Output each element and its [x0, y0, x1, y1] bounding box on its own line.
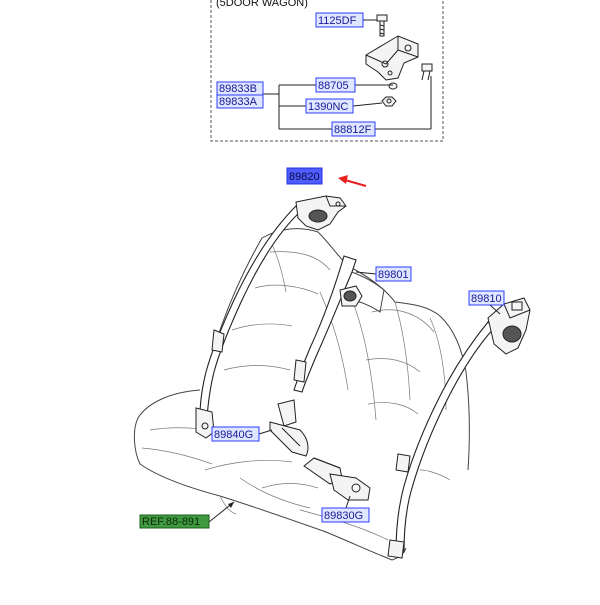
bolt-right-drawing [421, 63, 433, 81]
part-label-89833a[interactable]: 89833A [216, 94, 264, 109]
part-label-89820-text: 89820 [289, 171, 320, 183]
part-label-89810[interactable]: 89810 [468, 290, 505, 306]
belt-89820-drawing [195, 195, 347, 439]
part-label-89820[interactable]: 89820 [286, 167, 323, 185]
cover-88705-drawing [388, 82, 398, 90]
part-label-1125df-text: 1125DF [318, 15, 357, 27]
part-label-88812f-text: 88812F [334, 124, 372, 136]
part-label-1390nc[interactable]: 1390NC [305, 98, 354, 114]
belt-89810-drawing [387, 297, 531, 559]
ref-label-88-891[interactable]: REF.88-891 [139, 514, 210, 529]
part-label-89833b-text: 89833B [219, 83, 257, 95]
rear-seat-drawing [133, 228, 470, 561]
part-label-89833b[interactable]: 89833B [216, 81, 264, 96]
part-label-89830g[interactable]: 89830G [321, 507, 370, 523]
wagon-inset: (5DOOR WAGON) [210, 0, 444, 142]
belt-89801-drawing [293, 255, 363, 393]
ref-label-88-891-text: REF.88-891 [142, 516, 200, 528]
buckle-89840g-drawing [269, 399, 309, 457]
part-label-1125df[interactable]: 1125DF [315, 12, 364, 28]
anchor-bracket-drawing [365, 35, 419, 81]
part-label-89840g[interactable]: 89840G [211, 426, 260, 442]
inset-border [210, 0, 444, 142]
part-label-89830g-text: 89830G [324, 510, 363, 522]
part-label-89810-text: 89810 [471, 293, 502, 305]
red-arrow-icon [338, 175, 367, 187]
nut-1390nc-drawing [381, 96, 397, 107]
part-label-89840g-text: 89840G [214, 429, 253, 441]
part-label-88812f[interactable]: 88812F [331, 121, 376, 137]
part-label-89801-text: 89801 [378, 269, 409, 281]
part-label-1390nc-text: 1390NC [308, 101, 348, 113]
leader-89830g [345, 495, 351, 509]
inset-caption: (5DOOR WAGON) [216, 0, 308, 9]
leader-ref [208, 501, 235, 523]
leader-89840g [258, 429, 273, 435]
part-label-88705-text: 88705 [318, 80, 349, 92]
leader-89801 [355, 271, 377, 275]
bolt-1125df-drawing [363, 14, 388, 37]
part-label-89801[interactable]: 89801 [375, 266, 412, 282]
part-label-88705[interactable]: 88705 [315, 77, 356, 93]
leader-89810 [489, 304, 501, 315]
buckle-89830g-drawing [303, 457, 371, 501]
part-label-89833a-text: 89833A [219, 96, 258, 108]
